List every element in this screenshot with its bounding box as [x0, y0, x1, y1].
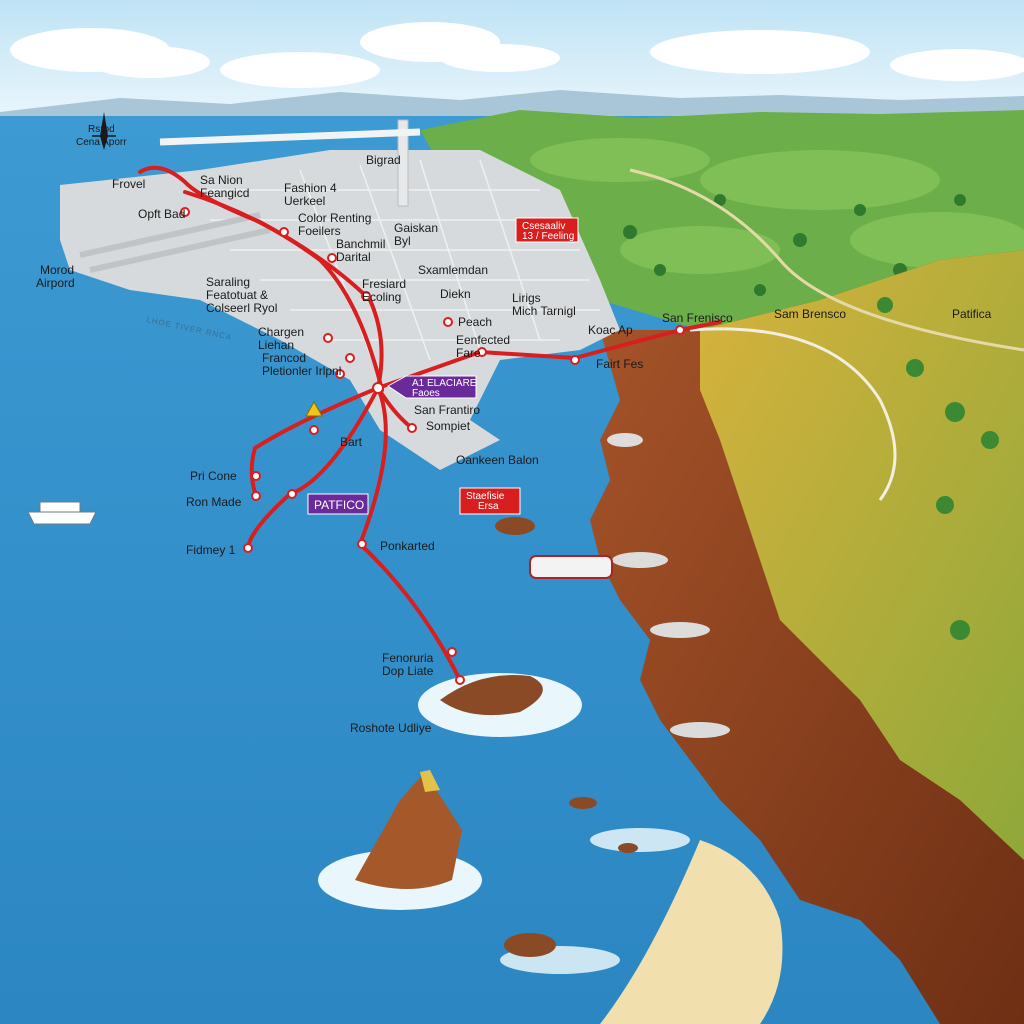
place-label-ronmade: Ron Made	[186, 495, 242, 509]
airport-label-line1: Morod	[40, 263, 74, 277]
tag-pacific[interactable]: PATFICO	[307, 493, 369, 515]
tag-purple-line1: A1 ELACIARE	[412, 378, 477, 389]
place-label-sanfrensco: San Frenisco	[662, 311, 733, 325]
place-label-sanfion-line1: Sa Nion	[200, 173, 243, 187]
place-label-bigrad: Bigrad	[366, 153, 401, 167]
tag-pacific-text: PATFICO	[314, 498, 364, 512]
place-label-diekn: Diekn	[440, 287, 471, 301]
surf	[500, 433, 730, 974]
beach	[600, 840, 783, 1024]
ferry-boat	[27, 501, 97, 525]
airport-runways	[79, 212, 271, 273]
place-label-lirigs-line1: Lirigs	[512, 291, 541, 305]
place-label-color-line2: Foeilers	[298, 224, 341, 238]
tag-red-mid-line2: Ersa	[478, 501, 499, 512]
place-label-fairtes: Fairt Fes	[596, 357, 643, 371]
place-label-roshote: Roshote Udliye	[350, 721, 432, 735]
tag-purple-hub[interactable]: A1 ELACIARE Faoes	[387, 375, 477, 399]
tag-red-mid[interactable]: Staefisie Ersa	[459, 487, 521, 515]
tower	[397, 119, 409, 207]
place-label-frovel: Frovel	[112, 177, 145, 191]
place-label-oankeen: Oankeen Balon	[456, 453, 539, 467]
place-label-sompiet: Sompiet	[426, 419, 471, 433]
clouds	[10, 22, 1024, 88]
cliff-trees	[877, 297, 999, 640]
tag-red-mid-line1: Staefisie	[466, 491, 505, 502]
place-label-banchmil-line1: Banchmil	[336, 237, 385, 251]
inland-road	[629, 168, 1024, 352]
place-label-franced-line2: Pletionler Irlpnl	[262, 364, 341, 378]
city-grid	[200, 159, 600, 381]
place-label-gaiskan-line1: Gaiskan	[394, 221, 438, 235]
coast-road	[689, 327, 897, 501]
place-label-koncap: Koac Ap	[588, 323, 633, 337]
place-label-sanbrensco: Sam Brensco	[774, 307, 846, 321]
place-label-fashion-line1: Fashion 4	[284, 181, 337, 195]
compass-label-line2: Cena Aporr	[76, 137, 127, 148]
place-label-chargen-line2: Liehan	[258, 338, 294, 352]
tag-purple-line2: Faoes	[412, 388, 440, 399]
place-label-chargen-line1: Chargen	[258, 325, 304, 339]
place-label-saraling-line1: Saraling	[206, 275, 250, 289]
place-label-eenfected-line2: Fare	[456, 346, 481, 360]
place-label-ponkarted: Ponkarted	[380, 539, 435, 553]
warning-icon	[305, 400, 323, 417]
place-label-saraling-line3: Colseerl Ryol	[206, 301, 277, 315]
place-label-eenfected-line1: Eenfected	[456, 333, 510, 347]
place-label-fenoruria-line1: Fenoruria	[382, 651, 434, 665]
tag-red-top[interactable]: Csesaaliv 13 / Feeling	[515, 217, 579, 243]
place-label-patifica: Patifica	[952, 307, 992, 321]
bridge	[159, 128, 421, 146]
place-label-sxamlemdan: Sxamlemdan	[418, 263, 488, 277]
rock-islands	[318, 517, 638, 957]
place-label-fidmey: Fidmey 1	[186, 543, 236, 557]
place-label-color-line1: Color Renting	[298, 211, 371, 225]
tag-red-top-line2: 13 / Feeling	[522, 231, 574, 242]
cliff-top-grass	[700, 250, 1024, 860]
place-label-peach: Peach	[458, 315, 492, 329]
train-boat	[529, 555, 613, 579]
place-label-fenoruria-line2: Dop Liate	[382, 664, 434, 678]
place-label-saraling-line2: Featotuat &	[206, 288, 268, 302]
airport-label-line2: Airpord	[36, 276, 75, 290]
place-label-pricone: Pri Cone	[190, 469, 237, 483]
place-label-bart: Bart	[340, 435, 363, 449]
place-label-fashion-line2: Uerkeel	[284, 194, 325, 208]
compass-label-line1: Rsrod	[88, 124, 115, 135]
place-label-lirigs-line2: Mich Tarnigl	[512, 304, 576, 318]
place-label-sanfrantiro: San Frantiro	[414, 403, 480, 417]
place-label-fresiard-line2: Ecoling	[362, 290, 401, 304]
transit-stops	[180, 207, 685, 685]
place-label-sanfion-line2: Feangicd	[200, 186, 249, 200]
hill-shading	[530, 138, 1024, 274]
place-label-franced-line1: Francod	[262, 351, 306, 365]
compass-icon	[92, 112, 116, 150]
place-label-gaiskan-line2: Byl	[394, 234, 411, 248]
place-label-banchmil-line2: Darital	[336, 250, 371, 264]
place-label-opft: Opft Bad	[138, 207, 185, 221]
place-label-fresiard-line1: Fresiard	[362, 277, 406, 291]
tag-red-top-line1: Csesaaliv	[522, 221, 565, 232]
